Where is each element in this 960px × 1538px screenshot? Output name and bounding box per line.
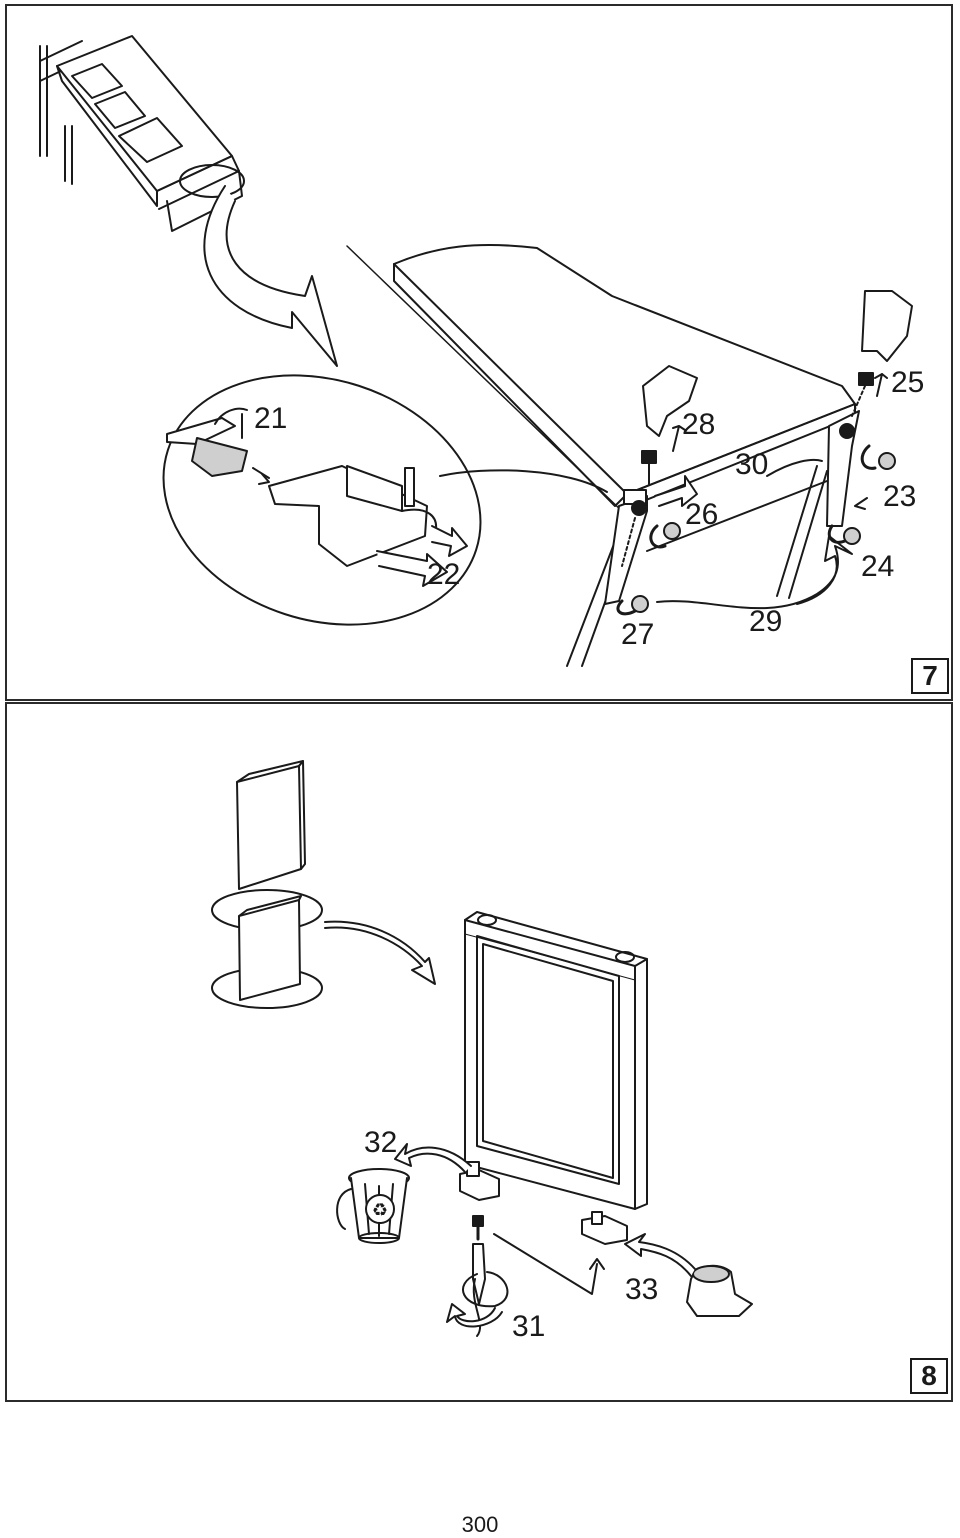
- callout-23: 23: [883, 480, 916, 513]
- detail-zoom-ellipse: [162, 374, 482, 626]
- step-number-badge: 8: [910, 1358, 948, 1394]
- step-8-panel: ♻ 31 32 33 8: [5, 702, 953, 1402]
- callout-29: 29: [749, 605, 782, 638]
- callout-33: 33: [625, 1273, 658, 1306]
- callout-28: 28: [682, 408, 715, 441]
- fridge-top-illustration: [393, 243, 856, 667]
- cover-part-illustration: [166, 407, 468, 587]
- callout-27: 27: [621, 618, 654, 651]
- callout-31: 31: [512, 1310, 545, 1343]
- step-8-illustration: ♻ 31 32 33: [211, 760, 753, 1343]
- callout-24: 24: [861, 550, 894, 583]
- right-hinge-illustration: [826, 290, 913, 545]
- callout-25: 25: [891, 366, 924, 399]
- callout-32: 32: [364, 1126, 397, 1159]
- callout-26: 26: [685, 498, 718, 531]
- callout-21: 21: [254, 402, 287, 435]
- recycling-bin-illustration: [336, 1168, 410, 1244]
- screwdriver-illustration: [446, 1215, 509, 1337]
- small-fridge-illustration: [236, 760, 306, 890]
- step-number-badge: 7: [911, 658, 949, 694]
- page-number: 300: [461, 1512, 499, 1537]
- left-hinge-illustration: [604, 365, 698, 616]
- fridge-on-chairs-illustration: [39, 35, 245, 232]
- callout-22: 22: [427, 558, 460, 591]
- hinge-block-illustration: [459, 1161, 628, 1245]
- fridge-door-illustration: [464, 911, 648, 1210]
- hinge-move-arrow-icon: [654, 475, 698, 507]
- zoom-arrow-icon: [203, 185, 338, 367]
- step-7-illustration: 21 22 23 24 25 26 27 28 29 30: [39, 35, 924, 667]
- transfer-arrow-icon: [324, 920, 436, 985]
- callout-30: 30: [735, 448, 768, 481]
- recycle-icon: ♻: [372, 1200, 388, 1220]
- step-7-panel: 21 22 23 24 25 26 27 28 29 30 7: [5, 4, 953, 701]
- parts-bag-illustration: [686, 1264, 753, 1317]
